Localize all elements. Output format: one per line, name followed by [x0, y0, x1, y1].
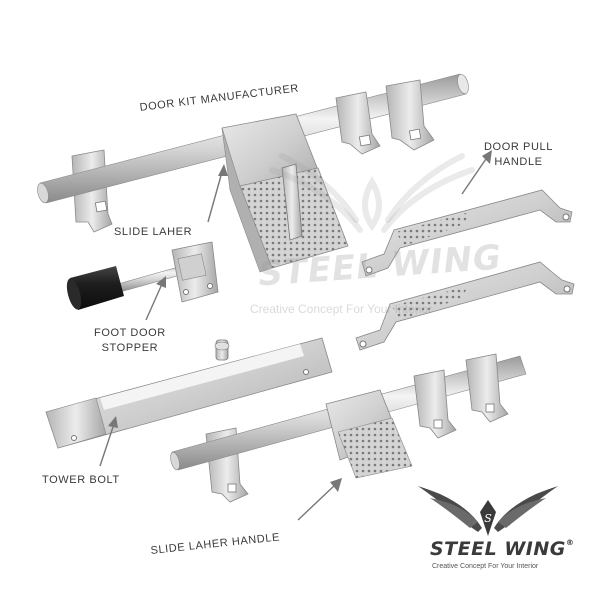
logo-registered-mark: ®	[565, 538, 575, 547]
label-door-pull-handle: DOOR PULL HANDLE	[484, 140, 553, 170]
logo-tagline: Creative Concept For Your Interior	[432, 563, 539, 570]
tower-bolt	[45, 337, 333, 449]
label-door-pull-line2: HANDLE	[494, 156, 543, 168]
pointer-arrows	[99, 150, 492, 521]
foot-door-stopper	[66, 241, 219, 310]
label-foot-door-line2: STOPPER	[101, 342, 159, 354]
logo-wings-icon: S	[418, 486, 558, 536]
logo-brand-text: STEEL WING	[430, 538, 566, 560]
label-slide-laher: SLIDE LAHER	[114, 226, 193, 238]
watermark-wings	[269, 153, 475, 233]
label-tower-bolt: TOWER BOLT	[42, 474, 120, 486]
slide-laher-handle	[170, 353, 527, 503]
logo-brand: STEEL WING®	[430, 538, 574, 560]
svg-text:S: S	[484, 512, 492, 525]
door-pull-handles	[355, 189, 575, 351]
label-door-pull-line1: DOOR PULL	[484, 141, 553, 153]
label-foot-door-line1: FOOT DOOR	[94, 327, 166, 339]
label-foot-door-stopper: FOOT DOOR STOPPER	[94, 326, 166, 356]
door-kit	[37, 73, 469, 273]
watermark-tagline: Creative Concept For Your Interior	[250, 302, 433, 316]
